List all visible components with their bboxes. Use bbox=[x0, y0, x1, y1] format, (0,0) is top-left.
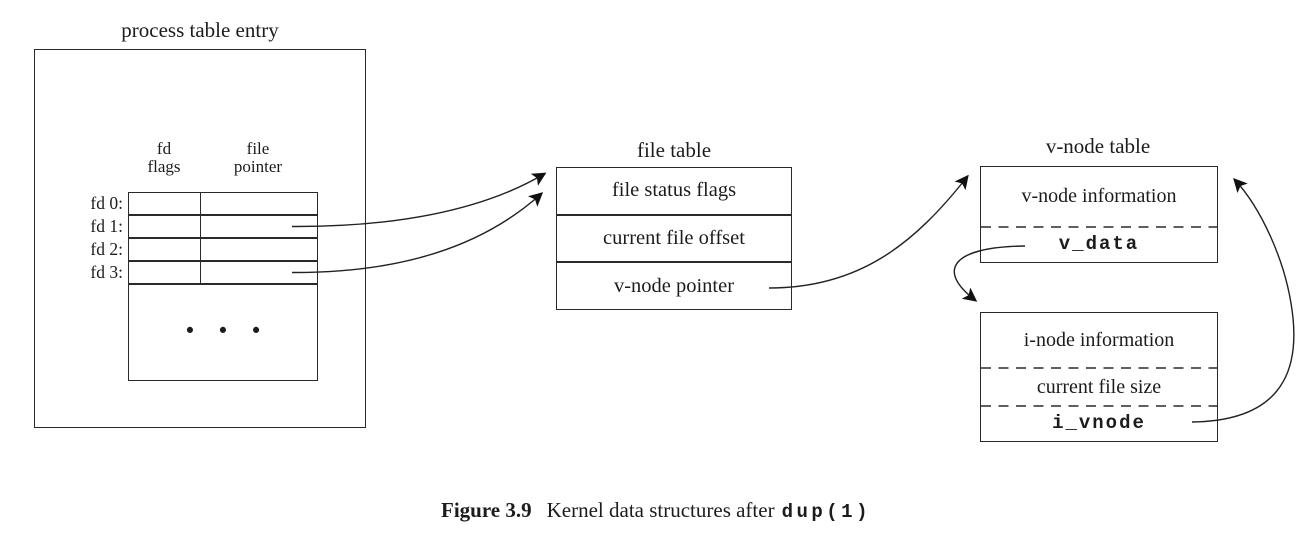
ellipsis-area: • • • bbox=[129, 285, 317, 377]
fd-table: • • • bbox=[128, 192, 318, 381]
fd-flags-column-header: fd flags bbox=[130, 140, 198, 176]
caption-code: dup(1) bbox=[781, 501, 871, 523]
inode-information-row: i-node information bbox=[1023, 329, 1175, 351]
vnode-table-title: v-node table bbox=[1045, 134, 1151, 158]
inode-box: i-node information current file size i_v… bbox=[980, 312, 1218, 442]
fd-2-label: fd 2: bbox=[90, 239, 123, 259]
fd-3-row bbox=[129, 262, 317, 285]
i-vnode-row: i_vnode bbox=[1052, 412, 1146, 434]
file-pointer-header-line2: pointer bbox=[233, 157, 283, 176]
figure-number: Figure 3.9 bbox=[441, 498, 532, 522]
fd-flags-header-line1: fd bbox=[156, 139, 172, 158]
fd-0-row bbox=[129, 193, 317, 216]
v-node-pointer-row: v-node pointer bbox=[613, 275, 735, 298]
file-pointer-column-header: file pointer bbox=[219, 140, 297, 176]
fd-3-label: fd 3: bbox=[90, 262, 123, 282]
figure-caption: Figure 3.9 Kernel data structures after du… bbox=[0, 498, 1312, 523]
fd-flags-header-line2: flags bbox=[147, 157, 181, 176]
fd-table-column-divider bbox=[199, 193, 201, 285]
file-pointer-header-line1: file bbox=[246, 139, 270, 158]
current-file-size-row: current file size bbox=[1036, 375, 1162, 398]
vnode-information-row: v-node information bbox=[1021, 185, 1177, 207]
fd-1-row bbox=[129, 216, 317, 239]
file-status-flags-row: file status flags bbox=[557, 168, 791, 216]
process-table-title: process table entry bbox=[121, 18, 279, 42]
fd-1-label: fd 1: bbox=[90, 216, 123, 236]
ellipsis: • • • bbox=[183, 319, 270, 343]
current-file-offset-row: current file offset bbox=[557, 216, 791, 264]
arrow-vnode-pointer-to-vnode-table bbox=[768, 174, 969, 289]
fd-2-row bbox=[129, 239, 317, 262]
file-table-title: file table bbox=[636, 138, 712, 162]
fd-0-label: fd 0: bbox=[90, 193, 123, 213]
vnode-table-box: v-node information v_data bbox=[980, 166, 1218, 263]
file-table-box: file status flags current file offset v-… bbox=[556, 167, 792, 310]
caption-text: Kernel data structures after bbox=[546, 498, 775, 522]
v-data-row: v_data bbox=[1058, 232, 1140, 255]
